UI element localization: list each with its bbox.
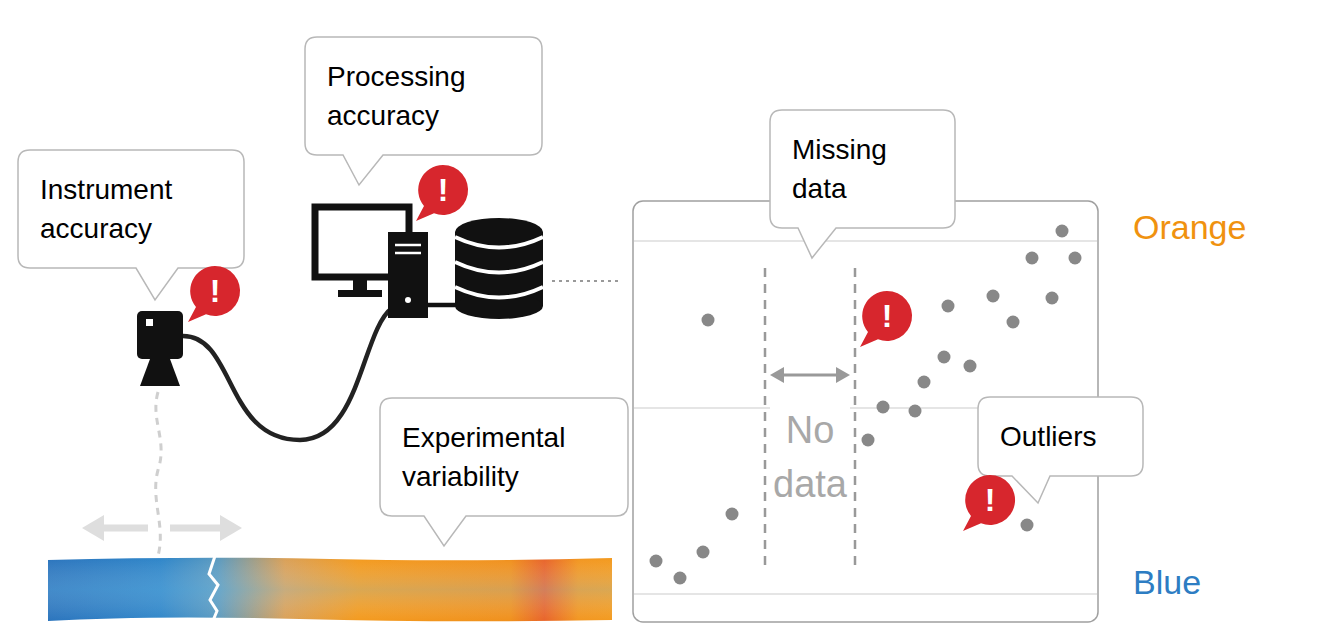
data-point: [964, 360, 977, 373]
bubble-shape: [770, 110, 955, 228]
arrow-head: [220, 515, 242, 541]
alert-mark: !: [190, 266, 240, 316]
drive-slot: [395, 252, 421, 255]
alert-badge: !: [965, 475, 1015, 525]
data-point: [909, 405, 922, 418]
axis-label: Blue: [1133, 562, 1201, 602]
data-point: [674, 572, 687, 585]
data-point: [702, 314, 715, 327]
data-point: [1069, 252, 1082, 265]
grid-line: [634, 593, 1097, 595]
callout-bubble: Processing accuracy: [305, 37, 542, 155]
alert-badge: !: [190, 266, 240, 316]
bubble-outline: [380, 398, 628, 546]
sample-shading: [48, 558, 612, 622]
badge-outline: [416, 165, 468, 221]
strain-arrows: [82, 515, 242, 541]
axis-label: Orange: [1133, 207, 1246, 247]
arrow-head: [82, 515, 104, 541]
bubble-shape: [380, 398, 628, 516]
camera-stand: [140, 359, 180, 386]
callout-bubble: Instrument accuracy: [18, 150, 244, 268]
callout-text: Instrument accuracy: [18, 150, 200, 248]
arrow-head: [770, 367, 784, 383]
data-point: [987, 290, 1000, 303]
disc-separator: [455, 237, 543, 248]
outlier-point: [1021, 519, 1034, 532]
sample-material: [48, 558, 612, 622]
data-point: [1046, 292, 1059, 305]
data-point: [862, 434, 875, 447]
arrow-shaft: [102, 525, 148, 532]
bubble-shape: [305, 37, 542, 155]
alert-mark: !: [862, 291, 912, 341]
drive-slot: [395, 244, 421, 247]
arrow-head: [836, 367, 850, 383]
disc-separator: [455, 287, 543, 298]
data-point: [942, 300, 955, 313]
data-point: [1026, 252, 1039, 265]
monitor-neck: [353, 278, 367, 292]
camera-cable: [183, 308, 392, 440]
alert-mark: !: [965, 475, 1015, 525]
database-icon: [455, 218, 543, 319]
arrow-shaft: [170, 525, 220, 532]
computer-tower: [388, 232, 428, 318]
dotted-link: [552, 280, 622, 282]
alert-badge: !: [862, 291, 912, 341]
data-point: [938, 351, 951, 364]
grid-line: [634, 240, 1097, 242]
callout-bubble: Outliers: [978, 397, 1143, 476]
monitor-base: [338, 290, 382, 297]
data-point: [877, 401, 890, 414]
data-point: [697, 546, 710, 559]
callout-text: Processing accuracy: [305, 37, 498, 135]
gap-arrow: [782, 374, 838, 377]
camera-body: [137, 311, 183, 359]
callout-text: Missing data: [770, 110, 911, 208]
badge-outline: [963, 475, 1015, 531]
callout-bubble: Missing data: [770, 110, 955, 228]
data-point: [918, 376, 931, 389]
disc-separator: [455, 262, 543, 273]
badge-outline: [188, 266, 240, 322]
data-point: [1056, 225, 1069, 238]
badge-outline: [860, 291, 912, 347]
bubble-shape: [18, 150, 244, 268]
computer-icon: [315, 207, 458, 318]
gap-boundary: [854, 268, 857, 572]
camera-icon: [137, 311, 183, 386]
callout-text: Outliers: [978, 397, 1096, 456]
bubble-outline: [305, 37, 542, 185]
measurement-beam: [156, 392, 161, 556]
data-cable: [428, 303, 458, 308]
camera-lens: [146, 319, 153, 326]
data-point: [650, 555, 663, 568]
power-light: [405, 297, 411, 303]
gap-label: No data: [770, 403, 850, 511]
sample-bar: [48, 556, 612, 623]
alert-mark: !: [418, 165, 468, 215]
data-point: [1007, 316, 1020, 329]
data-point: [726, 508, 739, 521]
sample-crack: [209, 556, 218, 623]
bubble-outline: [770, 110, 955, 258]
callout-text: Experimental variability: [380, 398, 584, 496]
callout-bubble: Experimental variability: [380, 398, 628, 516]
gap-boundary: [764, 268, 767, 572]
alert-badge: !: [418, 165, 468, 215]
